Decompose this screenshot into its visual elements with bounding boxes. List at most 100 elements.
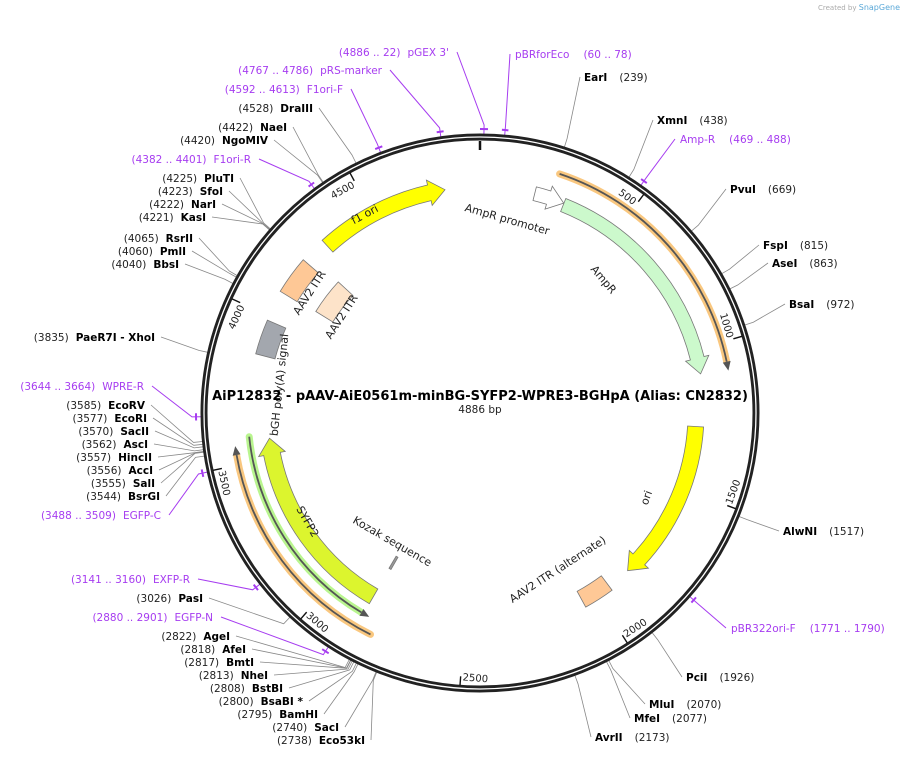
enzyme-label: (3555)SalI (91, 478, 155, 490)
enzyme-name: AccI (129, 465, 153, 477)
primer-range: (60 .. 78) (583, 49, 631, 61)
primer-leader-line (197, 578, 261, 591)
enzyme-leader-line (651, 632, 683, 678)
enzyme-position: (3556) (87, 465, 122, 477)
enzyme-label: MfeI(2077) (634, 713, 707, 725)
enzyme-label: (4040) BbsI (111, 259, 179, 271)
enzyme-label: (4225)PluTI (162, 173, 234, 185)
enzyme-label: (3557)HincII (76, 452, 152, 464)
enzyme-name: BmtI (226, 657, 254, 669)
enzyme-position: (3835) (34, 332, 69, 344)
enzyme-position: (669) (768, 184, 796, 196)
enzyme-position: (2795) (237, 709, 272, 721)
feature-ampr-promoter (532, 185, 565, 210)
enzyme-position: (2817) (184, 657, 219, 669)
enzyme-name: DraIII (280, 103, 313, 115)
enzyme-label: (2817) BmtI (184, 657, 254, 669)
enzyme-leader-line (239, 177, 271, 230)
enzyme-leader-line (564, 76, 581, 148)
primer-leader-line (504, 53, 511, 136)
enzyme-label: PvuI (669) (730, 184, 796, 196)
enzyme-label: (4528)DraIII (238, 103, 313, 115)
primer-range: (4382 .. 4401) (132, 154, 207, 166)
primer-label: (3644 .. 3664)WPRE-R (20, 381, 144, 393)
enzyme-label: (4065) RsrII (124, 233, 193, 245)
primer-name: F1ori-F (307, 84, 343, 96)
enzyme-name: SacII (120, 426, 149, 438)
enzyme-label: (4223)SfoI (158, 186, 223, 198)
primer-range: (4592 .. 4613) (225, 84, 300, 96)
enzyme-position: (2808) (210, 683, 245, 695)
primer-mark (640, 178, 648, 184)
enzyme-position: (4065) (124, 233, 159, 245)
primer-range: (3141 .. 3160) (71, 574, 146, 586)
enzyme-leader-line (292, 126, 324, 183)
credit-prefix: Created by (818, 4, 857, 12)
enzyme-leader-line (259, 660, 352, 669)
enzyme-position: (3562) (82, 439, 117, 451)
enzyme-leader-line (323, 663, 359, 715)
snapgene-logo: SnapGene (858, 3, 900, 12)
enzyme-name: BbsI (153, 259, 179, 271)
primer-leader-line (168, 471, 208, 516)
enzyme-name: RsrII (166, 233, 193, 245)
tick-mark (212, 467, 223, 472)
enzyme-name: FspI (763, 240, 788, 252)
enzyme-leader-line (160, 451, 204, 484)
enzyme-position: (4040) (111, 259, 146, 271)
enzyme-name: NheI (241, 670, 268, 682)
enzyme-leader-line (208, 597, 291, 625)
primer-label: (2880 .. 2901)EGFP-N (92, 612, 213, 624)
enzyme-leader-line (150, 404, 203, 443)
enzyme-name: PluTI (204, 173, 234, 185)
enzyme-label: (4222)NarI (149, 199, 216, 211)
feature-label: AmpR promoter (463, 201, 551, 238)
tick-mark (637, 194, 645, 203)
enzyme-label: (2808)BstBI (210, 683, 283, 695)
enzyme-leader-line (184, 263, 234, 284)
enzyme-name: XmnI (657, 115, 687, 127)
enzyme-leader-line (198, 237, 238, 276)
enzyme-position: (2077) (672, 713, 707, 725)
label-lines (150, 51, 786, 741)
tick-label: 3500 (215, 470, 231, 497)
enzyme-position: (3555) (91, 478, 126, 490)
enzyme-label: (3570)SacII (78, 426, 149, 438)
enzyme-position: (1517) (829, 526, 864, 538)
map-title: AiP12832 - pAAV-AiE0561m-minBG-SYFP2-WPR… (212, 389, 748, 404)
enzyme-position: (3585) (66, 400, 101, 412)
primer-range: (2880 .. 2901) (92, 612, 167, 624)
primer-leader-line (258, 158, 315, 189)
primer-name: EGFP-C (123, 510, 161, 522)
enzyme-leader-line (721, 244, 760, 275)
enzyme-name: NaeI (260, 122, 287, 134)
enzyme-name: EcoRI (114, 413, 147, 425)
enzyme-label: BsaI(972) (789, 299, 854, 311)
enzyme-name: BsrGI (128, 491, 160, 503)
enzyme-name: PvuI (730, 184, 756, 196)
enzyme-leader-line (221, 203, 270, 231)
enzyme-position: (3544) (86, 491, 121, 503)
primer-name: F1ori-R (214, 154, 251, 166)
enzyme-leader-line (211, 216, 270, 231)
enzyme-position: (2070) (686, 699, 721, 711)
tick-mark (733, 335, 743, 340)
orf-line (559, 173, 728, 362)
primer-mark (252, 583, 259, 591)
enzyme-label: (3835)PaeR7I - XhoI (34, 332, 155, 344)
enzyme-position: (2800) (219, 696, 254, 708)
enzyme-label: PciI(1926) (686, 672, 754, 684)
enzyme-position: (2813) (199, 670, 234, 682)
enzyme-label: (2822)AgeI (161, 631, 230, 643)
enzyme-label: (2800)BsaBI * (219, 696, 304, 708)
enzyme-name: AgeI (203, 631, 230, 643)
tick-mark (231, 298, 241, 304)
enzyme-leader-line (165, 455, 205, 497)
primer-label: (3488 .. 3509)EGFP-C (41, 510, 161, 522)
enzyme-name: NarI (191, 199, 216, 211)
enzyme-label: (4060)PmlI (118, 246, 186, 258)
enzyme-name: AvrII (595, 732, 623, 744)
primer-name: WPRE-R (102, 381, 144, 393)
enzyme-label: (2813) NheI (199, 670, 268, 682)
enzyme-label: (2795)BamHI (237, 709, 318, 721)
